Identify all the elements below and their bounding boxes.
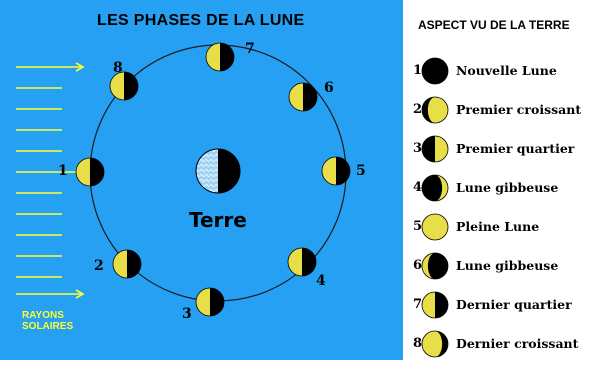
legend-item: 5 Pleine Lune: [411, 213, 612, 243]
full-moon-icon: [421, 213, 449, 241]
orbit-moon-5: [321, 156, 351, 186]
legend-item-number: 2: [413, 102, 423, 117]
orbit-position-4: 4: [316, 273, 326, 289]
legend-item-number: 7: [413, 297, 423, 312]
last-quarter-icon: [421, 291, 449, 319]
orbit-position-8: 8: [113, 60, 123, 76]
legend-item-number: 4: [413, 180, 423, 195]
new-moon-icon: [421, 57, 449, 85]
orbit-position-5: 5: [356, 163, 366, 179]
orbit-moon-3: [195, 287, 225, 317]
legend-title: ASPECT VU DE LA TERRE: [418, 18, 570, 32]
legend-item-label: Premier quartier: [456, 141, 575, 156]
legend-item: 6 Lune gibbeuse: [411, 252, 612, 282]
orbit-moon-1: [75, 157, 105, 187]
legend-item: 4 Lune gibbeuse: [411, 174, 612, 204]
diagram-title: LES PHASES DE LA LUNE: [97, 12, 305, 29]
legend-item-number: 1: [413, 63, 423, 78]
orbit-panel: LES PHASES DE LA LUNE Terre RAYONS SOLAI…: [0, 0, 403, 360]
orbit-moon-6: [288, 82, 318, 112]
first-quarter-icon: [421, 135, 449, 163]
legend-item-number: 8: [413, 336, 423, 351]
sun-rays-label: RAYONS SOLAIRES: [22, 310, 74, 332]
waning-gibbous-icon: [421, 252, 449, 280]
legend-item-number: 5: [413, 219, 423, 234]
waning-crescent-icon: [421, 330, 449, 358]
legend-item-label: Lune gibbeuse: [456, 258, 559, 273]
orbit-position-2: 2: [94, 258, 104, 274]
waxing-crescent-icon: [421, 96, 449, 124]
orbit-position-6: 6: [324, 80, 334, 96]
legend-item: 3 Premier quartier: [411, 135, 612, 165]
legend-item-label: Lune gibbeuse: [456, 180, 559, 195]
orbit-moon-8: [109, 71, 139, 101]
orbit-position-7: 7: [245, 41, 255, 57]
legend-item: 1 Nouvelle Lune: [411, 57, 612, 87]
sun-ray-arrowhead: [75, 289, 85, 299]
legend-item-label: Pleine Lune: [456, 219, 540, 234]
legend-item: 2 Premier croissant: [411, 96, 612, 126]
legend-item: 7 Dernier quartier: [411, 291, 612, 321]
legend-item-label: Nouvelle Lune: [456, 63, 557, 78]
orbit-position-1: 1: [58, 163, 68, 179]
legend-item-number: 3: [413, 141, 423, 156]
legend-item-label: Premier croissant: [456, 102, 582, 117]
orbit-moon-2: [112, 249, 142, 279]
orbit-moon-4: [287, 247, 317, 277]
legend-item-number: 6: [413, 258, 423, 273]
waxing-gibbous-icon: [421, 174, 449, 202]
legend-item-label: Dernier croissant: [456, 336, 579, 351]
sun-ray-arrowhead: [75, 62, 85, 72]
earth-icon: [195, 148, 241, 194]
earth-label: Terre: [189, 208, 247, 232]
legend-item: 8 Dernier croissant: [411, 330, 612, 360]
legend-item-label: Dernier quartier: [456, 297, 572, 312]
orbit-position-3: 3: [182, 306, 192, 322]
orbit-moon-7: [205, 42, 235, 72]
